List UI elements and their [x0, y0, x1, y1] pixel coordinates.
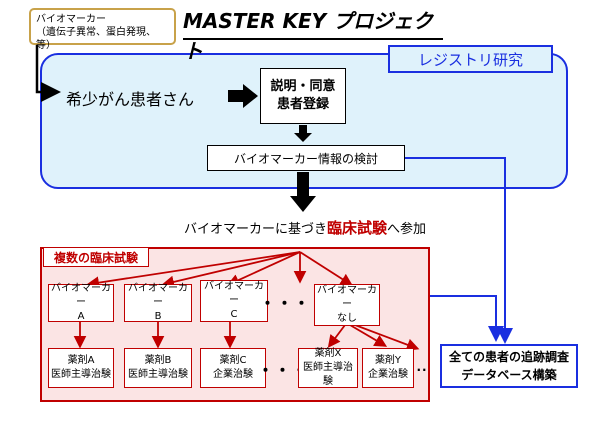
patient-to-consent-arrow	[228, 84, 258, 108]
project-title: MASTER KEY プロジェクト	[183, 6, 443, 63]
drug-a-trial-type: 医師主導治験	[51, 369, 111, 380]
biomarker-to-drug-arrows	[73, 322, 420, 351]
drug-x-name: 薬剤X	[314, 348, 342, 359]
registration-line: 患者登録	[276, 97, 329, 112]
participate-highlight: 臨床試験	[326, 218, 387, 237]
drug-y-trial-type: 企業治験	[368, 369, 408, 380]
biomarker-ellipsis: ・・・	[259, 294, 311, 313]
biomarker-note: バイオマーカー （遺伝子異常、蛋白発現、等）	[29, 8, 176, 51]
participate-prefix: バイオマーカーに基づき	[183, 221, 327, 237]
drug-b-name: 薬剤B	[144, 355, 172, 366]
drug-trailing-ellipsis: ··	[416, 363, 428, 377]
drug-y-box: 薬剤Y 企業治験	[362, 348, 414, 388]
followup-line: 全ての患者の追跡調査	[448, 350, 569, 364]
patient-text: 希少がん患者さん	[66, 90, 195, 109]
trials-to-followup-line	[430, 295, 504, 342]
biomarker-note-detail: （遺伝子異常、蛋白発現、等）	[36, 27, 156, 51]
biomarker-a-title: バイオマーカー	[51, 283, 111, 308]
drug-ellipsis: ・・・	[257, 361, 309, 380]
consent-to-eval-arrow	[294, 125, 312, 142]
registry-label: レジストリ研究	[388, 45, 553, 73]
biomarker-b-title: バイオマーカー	[128, 283, 188, 308]
drug-c-name: 薬剤C	[219, 355, 247, 366]
biomarker-none-title: バイオマーカー	[317, 285, 377, 310]
participate-suffix: へ参加	[387, 221, 427, 237]
drug-b-trial-type: 医師主導治験	[128, 369, 188, 380]
biomarker-c-name: C	[230, 309, 238, 320]
biomarker-none-name: なし	[337, 313, 357, 324]
database-line: データベース構築	[461, 368, 557, 382]
biomarker-a-box: バイオマーカー A	[48, 283, 114, 322]
drug-y-name: 薬剤Y	[374, 355, 402, 366]
biomarker-c-box: バイオマーカー C	[200, 280, 268, 322]
biomarker-b-name: B	[154, 311, 162, 322]
drug-b-box: 薬剤B 医師主導治験	[124, 348, 192, 388]
note-connector-line	[35, 45, 61, 102]
drug-x-box: 薬剤X 医師主導治験	[298, 348, 358, 388]
drug-x-trial-type: 医師主導治験	[303, 362, 353, 387]
consent-line: 説明・同意	[270, 79, 336, 94]
drug-c-trial-type: 企業治験	[213, 369, 253, 380]
trial-fanout	[86, 251, 354, 289]
drug-a-name: 薬剤A	[67, 355, 95, 366]
biomarker-a-name: A	[77, 311, 85, 322]
eval-to-participate-arrow	[290, 172, 316, 212]
followup-database-box: 全ての患者の追跡調査 データベース構築	[440, 344, 578, 388]
participate-text: バイオマーカーに基づき臨床試験へ参加	[150, 215, 460, 239]
biomarker-b-box: バイオマーカー B	[124, 283, 192, 322]
drug-a-box: 薬剤A 医師主導治験	[48, 348, 114, 388]
consent-box: 説明・同意 患者登録	[260, 68, 346, 124]
biomarker-evaluation-box: バイオマーカー情報の検討	[207, 145, 405, 171]
biomarker-none-box: バイオマーカーなし	[314, 284, 380, 326]
drug-c-box: 薬剤C 企業治験	[200, 348, 266, 388]
trials-label: 複数の臨床試験	[43, 247, 149, 267]
registry-to-followup-line	[405, 157, 513, 344]
biomarker-note-title: バイオマーカー	[36, 14, 106, 25]
biomarker-c-title: バイオマーカー	[204, 281, 264, 306]
